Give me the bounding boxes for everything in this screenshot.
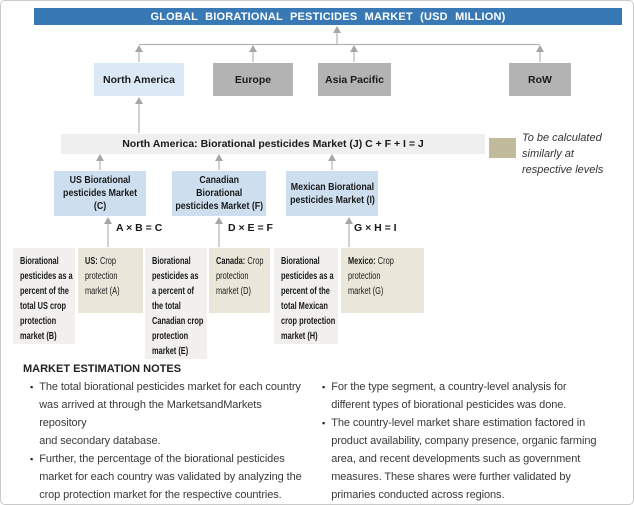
input-box-us-crop-market: US:Crop protection market (A): [78, 248, 143, 313]
formula-us: A × B = C: [116, 222, 163, 234]
input-label: Canada:Crop protection market (D): [216, 256, 264, 297]
note-item: ▪The total biorational pesticides market…: [30, 378, 322, 450]
input-box-mexico-percent: Biorational pesticides as a percent of t…: [274, 248, 338, 344]
input-label: US:Crop protection market (A): [85, 256, 120, 297]
notes-left-column: ▪The total biorational pesticides market…: [30, 378, 322, 504]
north-america-rollup-bar: North America: Biorational pesticides Ma…: [61, 134, 485, 154]
region-box-asia-pacific: Asia Pacific: [318, 63, 391, 96]
region-label: RoW: [528, 73, 552, 86]
country-box-us-market: US Biorational pesticides Market (C): [54, 171, 146, 216]
region-box-europe: Europe: [213, 63, 293, 96]
input-label: Biorational pesticides as a percent of t…: [281, 256, 336, 342]
country-box-canada-market: Canadian Biorational pesticides Market (…: [172, 171, 266, 216]
input-box-canada-percent: Biorational pesticides as a percent of t…: [145, 248, 207, 359]
input-box-mexico-crop-market: Mexico:Crop protection market (G): [341, 248, 424, 313]
legend-color-swatch: [489, 138, 516, 158]
input-box-canada-crop-market: Canada:Crop protection market (D): [209, 248, 270, 313]
bullet-icon: ▪: [30, 382, 34, 392]
input-label: Mexico:Crop protection market (G): [348, 256, 394, 297]
input-label: Biorational pesticides as a percent of t…: [20, 256, 73, 342]
country-box-mexico-market: Mexican Biorational pesticides Market (I…: [286, 171, 378, 216]
notes-right-column: ▪For the type segment, a country-level a…: [322, 378, 630, 504]
region-label: Europe: [234, 73, 272, 86]
input-label: Biorational pesticides as a percent of t…: [152, 256, 204, 357]
region-box-north-america: North America: [94, 63, 184, 96]
diagram-title: GLOBAL BIORATIONAL PESTICIDES MARKET (US…: [150, 10, 506, 23]
country-label: Canadian Biorational pesticides Market (…: [175, 174, 263, 212]
input-box-us-percent: Biorational pesticides as a percent of t…: [13, 248, 75, 344]
formula-mexico: G × H = I: [354, 222, 397, 234]
bullet-icon: ▪: [30, 454, 34, 464]
country-label: Mexican Biorational pesticides Market (I…: [289, 180, 375, 206]
bullet-icon: ▪: [322, 382, 326, 392]
diagram-title-bar: GLOBAL BIORATIONAL PESTICIDES MARKET (US…: [34, 8, 622, 25]
note-item: ▪Further, the percentage of the bioratio…: [30, 450, 322, 504]
notes-title: MARKET ESTIMATION NOTES: [23, 363, 182, 375]
bullet-icon: ▪: [322, 418, 326, 428]
region-label: North America: [103, 73, 175, 86]
formula-canada: D × E = F: [228, 222, 273, 234]
region-box-row: RoW: [509, 63, 571, 96]
region-label: Asia Pacific: [325, 73, 384, 86]
rollup-label: North America: Biorational pesticides Ma…: [122, 138, 424, 150]
note-item: ▪The country-level market share estimati…: [322, 414, 630, 504]
country-label: US Biorational pesticides Market (C): [62, 174, 138, 212]
country-prefix: Canada:: [216, 256, 246, 267]
country-prefix: Mexico:: [348, 256, 376, 267]
country-prefix: US:: [85, 256, 98, 267]
legend-note: To be calculated similarly at respective…: [522, 132, 604, 176]
note-item: ▪For the type segment, a country-level a…: [322, 378, 630, 414]
